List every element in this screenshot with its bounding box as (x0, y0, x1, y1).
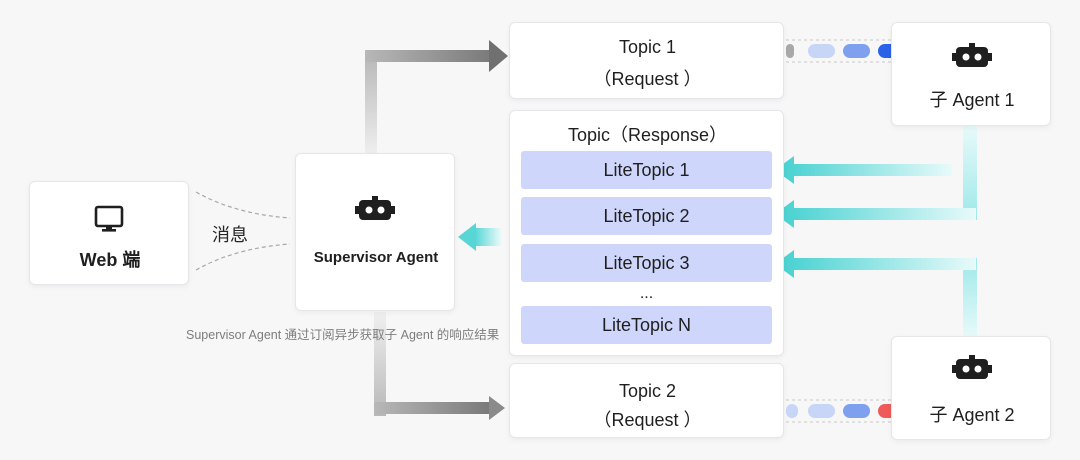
robot-icon (355, 196, 395, 220)
teal-arrow-lite3-shaft (792, 258, 976, 270)
queue-pill (843, 404, 870, 418)
lite-topic-ellipsis: ... (639, 285, 654, 302)
gray-arrow-top-head (489, 40, 508, 72)
supervisor-caption: Supervisor Agent 通过订阅异步获取子 Agent 的响应结果 (186, 328, 500, 342)
agent2-label: 子 Agent 2 (929, 405, 1015, 425)
queue-pill (878, 404, 892, 418)
web-label: Web 端 (79, 250, 141, 270)
lite-topic-1: LiteTopic 1 (521, 151, 772, 189)
agent1-label: 子 Agent 1 (929, 90, 1015, 110)
message-curve-bottom (195, 243, 291, 271)
supervisor-node: Supervisor Agent (295, 153, 455, 311)
message-label: 消息 (212, 225, 248, 245)
response-title: Topic（Response） (567, 125, 728, 145)
topic2-subtitle: （Request ） (593, 410, 702, 430)
lite-topic-n: LiteTopic N (521, 306, 772, 344)
gray-arrow-bottom-head (489, 396, 505, 420)
monitor-icon (94, 205, 124, 232)
queue-pill (843, 44, 870, 58)
gray-arrow-top-shaft (365, 50, 491, 62)
gray-arrow-up-shaft (365, 56, 377, 156)
agent2-node: 子 Agent 2 (891, 336, 1051, 440)
lite-topic-3: LiteTopic 3 (521, 244, 772, 282)
topic1-title: Topic 1 (618, 37, 677, 57)
teal-arrow-supervisor-shaft (475, 228, 502, 246)
web-node: Web 端 (29, 181, 189, 285)
topic2-node: Topic 2 （Request ） (509, 363, 784, 438)
teal-arrow-lite1-shaft (792, 164, 952, 176)
queue-pill (786, 404, 798, 418)
queue-pill (878, 44, 892, 58)
teal-arrow-lite2-head (775, 200, 794, 228)
robot-icon (952, 355, 992, 379)
queue-pill (786, 44, 794, 58)
teal-arrow-lite3-head (775, 250, 794, 278)
queue-pill (808, 404, 835, 418)
topic2-title: Topic 2 (618, 381, 677, 401)
robot-icon (952, 43, 992, 67)
teal-agent1-vertical (963, 126, 977, 220)
teal-agent2-vertical (963, 258, 977, 338)
agent1-node: 子 Agent 1 (891, 22, 1051, 126)
gray-arrow-down-shaft (374, 312, 386, 416)
teal-arrow-lite2-shaft (792, 208, 976, 220)
teal-arrow-lite1-head (775, 156, 794, 184)
topic1-node: Topic 1 （Request ） (509, 22, 784, 99)
lite-topic-2: LiteTopic 2 (521, 197, 772, 235)
gray-arrow-bottom-shaft (374, 402, 489, 414)
topic1-subtitle: （Request ） (593, 69, 702, 89)
queue-pill (808, 44, 835, 58)
message-curve-top (195, 191, 291, 219)
supervisor-label: Supervisor Agent (313, 249, 439, 266)
teal-arrow-supervisor-head (458, 223, 476, 251)
